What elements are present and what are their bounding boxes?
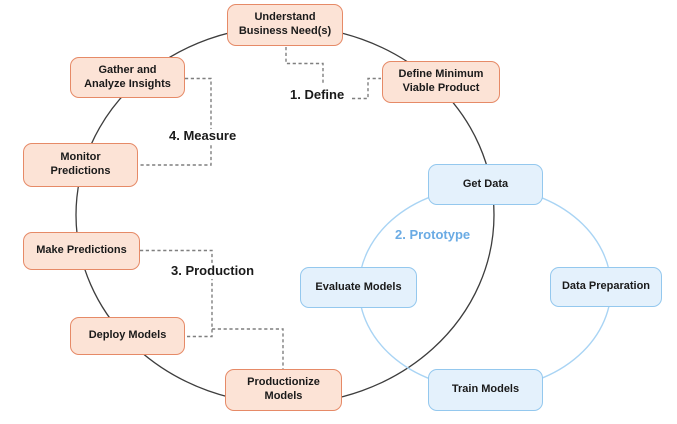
phase-label-define: 1. Define [288, 87, 347, 103]
define-connector-right [352, 77, 381, 100]
phase-label-prototype: 2. Prototype [393, 227, 473, 243]
node-gather-and-analyze-insights: Gather and Analyze Insights [70, 57, 185, 98]
node-define-minimum-viable-product: Define Minimum Viable Product [382, 61, 500, 103]
node-understand-business-needs: Understand Business Need(s) [227, 4, 343, 46]
node-deploy-models: Deploy Models [70, 317, 185, 355]
phase-label-production: 3. Production [169, 263, 257, 279]
phase-label-measure: 4. Measure [167, 128, 239, 144]
define-connector-left [285, 47, 324, 85]
production-connector [140, 249, 213, 338]
node-monitor-predictions: Monitor Predictions [23, 143, 138, 187]
node-train-models: Train Models [428, 369, 543, 411]
node-data-preparation: Data Preparation [550, 267, 662, 307]
node-productionize-models: Productionize Models [225, 369, 342, 411]
node-get-data: Get Data [428, 164, 543, 205]
measure-connector [140, 77, 212, 166]
node-evaluate-models: Evaluate Models [300, 267, 417, 308]
node-make-predictions: Make Predictions [23, 232, 140, 270]
productionize-connector [212, 328, 284, 369]
